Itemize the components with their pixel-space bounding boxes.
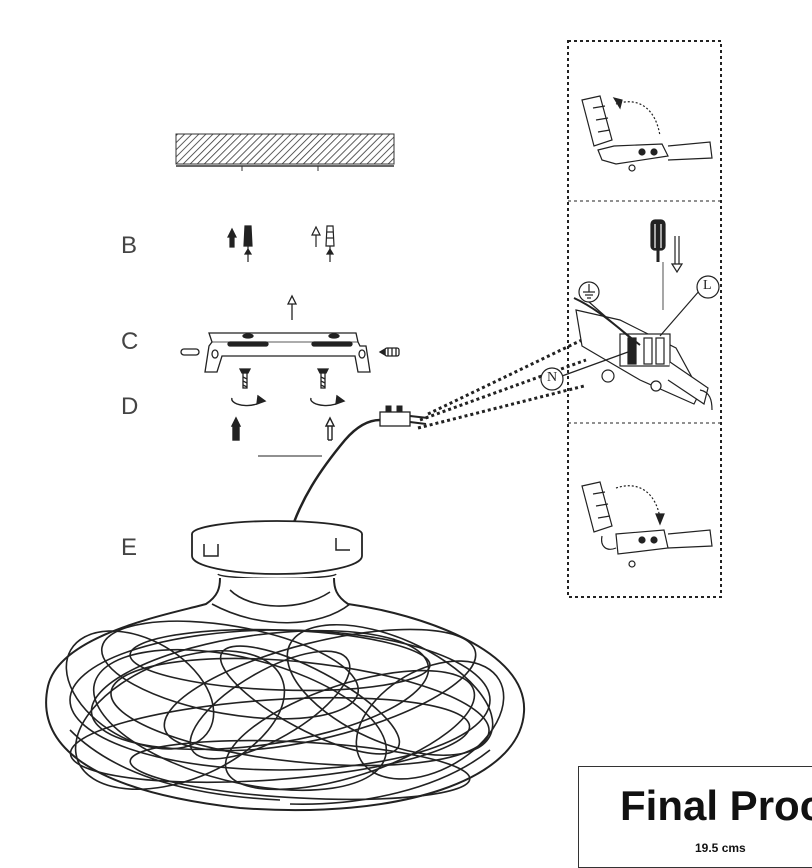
screwdriver-icon [650,219,666,310]
wire-mesh [65,589,505,805]
panel-wiring [540,219,720,411]
bracket-screw-left [238,368,252,389]
final-product-dimension: 19.5 cms [695,841,746,855]
side-screw-left [180,348,200,356]
terminal-l-label: L [703,278,712,293]
lamp-shade [45,520,526,812]
arrow-up-icon [286,294,298,320]
terminal-n-label: N [547,370,558,385]
step-c-bracket [180,294,400,389]
panel-open-cover [581,95,713,172]
wall-plug-right [325,225,335,262]
step-label-d: D [121,393,139,420]
arrow-up-icon [311,225,321,247]
terminal-n-marker [540,367,564,391]
step-label-e: E [121,534,138,561]
arrow-up-icon [230,416,242,441]
terminal-block-small [379,405,429,427]
arrow-up-icon [227,227,237,248]
callout-lines [417,336,587,430]
rotate-icon [231,394,267,407]
ceiling [175,133,395,171]
panel-close-cover [581,481,713,568]
ground-icon [578,281,600,303]
installation-diagram [45,40,722,812]
step-b-anchors [227,225,335,262]
arrow-down-icon [670,236,684,274]
final-product-title: Final Proc [620,782,812,829]
side-screw-right [378,347,400,357]
arrow-up-icon [324,416,336,441]
step-label-c: C [121,328,139,355]
bracket-screw-right [316,368,330,389]
step-label-b: B [121,232,138,259]
step-d-tighten [230,394,346,457]
power-cable [287,405,429,538]
wall-plug-left [243,225,253,262]
terminal-l-marker [696,275,720,299]
rotate-icon [310,394,346,407]
final-product-box: Final Proc 19.5 cms [578,766,812,868]
wiring-detail-box [540,40,722,598]
